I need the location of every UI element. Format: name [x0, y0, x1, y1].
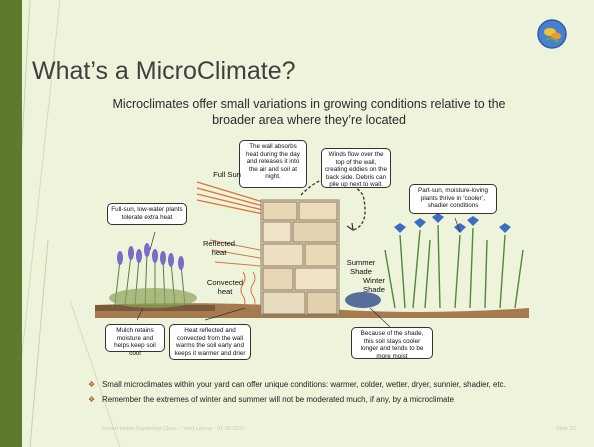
label-winter-shade: Winter Shade — [363, 276, 385, 294]
label-reflected-heat: Reflected heat — [202, 239, 236, 257]
footer-slide-number: Slide 12 — [556, 426, 576, 432]
callout-heat-reflected: Heat reflected and convected from the wa… — [169, 324, 251, 360]
callout-wall-absorbs: The wall absorbs heat during the day and… — [239, 140, 307, 188]
callout-winds-flow: Winds flow over the top of the wall, cre… — [321, 148, 391, 188]
footer-left: Desert Home Gardening Class – Yard Layou… — [102, 426, 245, 432]
stone-wall — [260, 199, 340, 316]
slide-title: What’s a MicroClimate? — [32, 57, 296, 85]
bullet-item: ❖ Small microclimates within your yard c… — [88, 380, 588, 389]
iris-plants-right — [345, 213, 524, 309]
globe-flower-icon — [537, 19, 567, 49]
lavender-plants-left — [109, 243, 197, 308]
mulch-layer — [95, 305, 215, 311]
label-full-sun: Full Sun — [213, 170, 241, 179]
label-summer-shade: Summer Shade — [346, 258, 376, 276]
callout-part-sun-plants: Part-sun, moisture-loving plants thrive … — [409, 184, 497, 214]
bullet-list: ❖ Small microclimates within your yard c… — [88, 380, 588, 410]
wind-arrow — [346, 222, 354, 232]
reflected-heat-lines — [209, 239, 261, 267]
diamond-bullet-icon: ❖ — [88, 380, 96, 389]
diagram-illustration — [95, 176, 529, 328]
label-convected-heat: Convected heat — [206, 278, 244, 296]
slide-subtitle: Microclimates offer small variations in … — [112, 97, 506, 127]
sidebar-accent-bar — [0, 0, 22, 447]
convected-heat-wave-2 — [250, 271, 256, 309]
callout-full-sun-plants: Full-sun, low-water plants tolerate extr… — [107, 203, 187, 225]
callout-mulch: Mulch retains moisture and helps keep so… — [105, 324, 165, 357]
diamond-bullet-icon: ❖ — [88, 395, 96, 404]
sun-rays — [196, 181, 264, 215]
convected-heat-wave-1 — [240, 271, 246, 309]
bullet-text: Remember the extremes of winter and summ… — [102, 395, 454, 404]
microclimate-diagram: The wall absorbs heat during the day and… — [95, 140, 529, 360]
bullet-text: Small microclimates within your yard can… — [102, 380, 506, 389]
bullet-item: ❖ Remember the extremes of winter and su… — [88, 395, 588, 404]
callout-shade-soil: Because of the shade, this soil stays co… — [351, 327, 433, 360]
wind-swirl — [300, 176, 366, 231]
